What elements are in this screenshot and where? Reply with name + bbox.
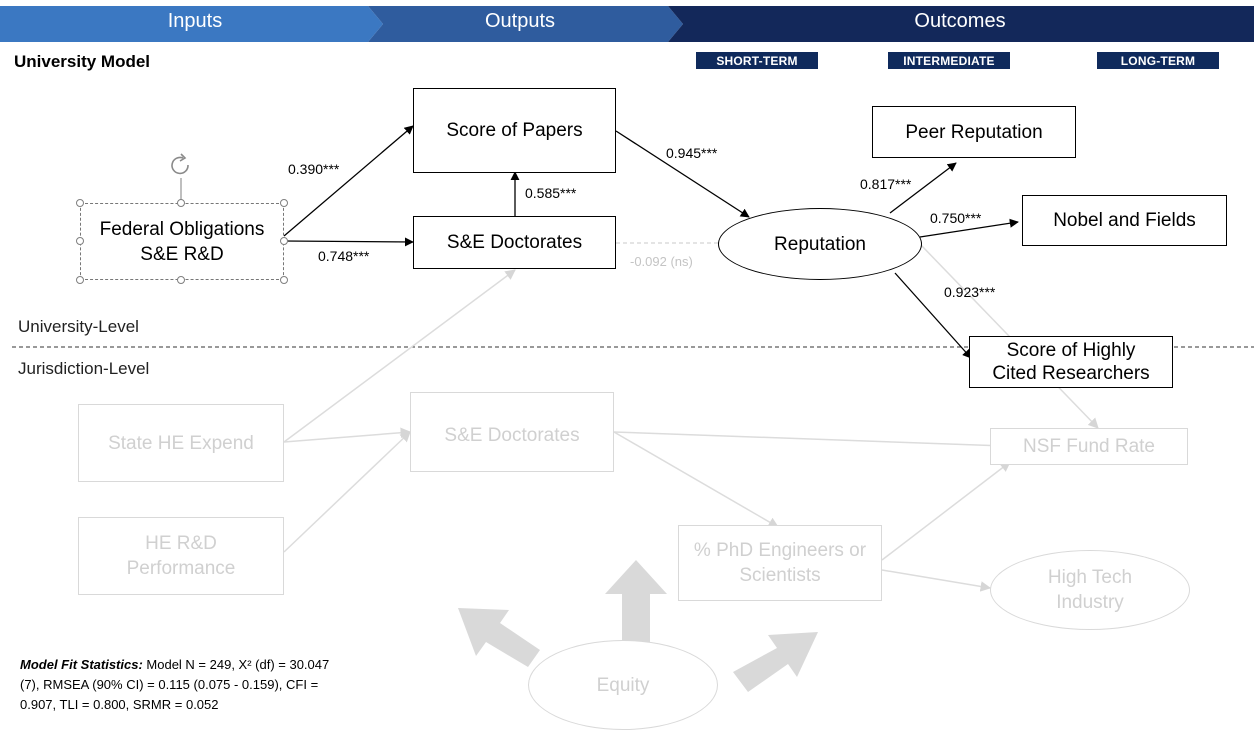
rotate-icon[interactable] (171, 153, 189, 175)
path-fed-papers (283, 125, 414, 237)
path-papers-rep (615, 130, 750, 218)
node-high-tech-industry: High Tech Industry (990, 550, 1190, 630)
resize-handle-ml[interactable] (76, 237, 84, 245)
jurisdiction-level-label: Jurisdiction-Level (18, 359, 150, 378)
node-jurisdiction-doctorates: S&E Doctorates (410, 392, 614, 472)
tag-short-term: SHORT-TERM (696, 52, 818, 69)
coef-doct-reputation: -0.092 (ns) (630, 254, 693, 269)
node-se-doctorates: S&E Doctorates (413, 216, 616, 269)
resize-handle-tr[interactable] (280, 199, 288, 207)
node-peer-reputation: Peer Reputation (872, 106, 1076, 158)
university-level-label: University-Level (18, 317, 139, 336)
path-rep-hcr (894, 272, 972, 359)
resize-handle-mr[interactable] (280, 237, 288, 245)
path-jdoct-phd (613, 431, 779, 528)
node-highly-cited: Score of Highly Cited Researchers (969, 336, 1173, 388)
equity-arrow-right (733, 632, 818, 692)
coef-fed-papers: 0.390*** (288, 161, 340, 177)
resize-handle-br[interactable] (280, 276, 288, 284)
node-nsf-fund-rate: NSF Fund Rate (990, 428, 1188, 465)
node-he-rd-performance: HE R&D Performance (78, 517, 284, 595)
coef-papers-reputation: 0.945*** (666, 145, 718, 161)
node-nobel-fields: Nobel and Fields (1022, 195, 1227, 246)
path-rep-nobel (919, 218, 1019, 238)
node-reputation: Reputation (718, 208, 922, 280)
path-phd-hightech (881, 569, 992, 592)
coef-rep-nobel: 0.750*** (930, 210, 982, 226)
stage-outcomes: Outcomes (914, 10, 1006, 32)
model-fit-label: Model Fit Statistics: (20, 657, 143, 672)
stage-outputs: Outputs (484, 10, 556, 32)
path-jdoct-nsf (613, 431, 1007, 451)
model-title: University Model (14, 52, 151, 71)
path-herd-jdoct (283, 431, 411, 553)
equity-arrow-up (605, 560, 667, 642)
model-fit-statistics: Model Fit Statistics: Model N = 249, X² … (20, 655, 350, 715)
tag-long-term: LONG-TERM (1097, 52, 1219, 69)
node-phd-engineers: % PhD Engineers or Scientists (678, 525, 882, 601)
resize-handle-tc[interactable] (177, 199, 185, 207)
path-rep-peer (889, 162, 957, 214)
stage-inputs: Inputs (167, 10, 223, 32)
coef-rep-hcr: 0.923*** (944, 284, 996, 300)
resize-handle-bc[interactable] (177, 276, 185, 284)
node-equity: Equity (528, 640, 718, 730)
node-federal-obligations[interactable]: Federal Obligations S&E R&D (80, 203, 284, 280)
outcomes-chevron (668, 6, 1254, 42)
coef-rep-peer: 0.817*** (860, 176, 912, 192)
inputs-chevron (0, 6, 383, 42)
outputs-chevron (368, 6, 683, 42)
coef-fed-doctorates: 0.748*** (318, 248, 370, 264)
resize-handle-tl[interactable] (76, 199, 84, 207)
path-fed-doct (283, 237, 414, 247)
coef-doct-papers: 0.585*** (525, 185, 577, 201)
path-statehe-jdoct (283, 427, 412, 443)
model-fit-text: Model N = 249, X² (df) = 30.047 (7), RMS… (20, 657, 330, 712)
tag-intermediate: INTERMEDIATE (888, 52, 1010, 69)
equity-arrow-left (458, 608, 540, 667)
node-state-he-expend: State HE Expend (78, 404, 284, 482)
path-statehe-doctorates-univ (283, 269, 516, 443)
resize-handle-bl[interactable] (76, 276, 84, 284)
path-phd-nsf (881, 461, 1011, 561)
node-score-of-papers: Score of Papers (413, 88, 616, 173)
